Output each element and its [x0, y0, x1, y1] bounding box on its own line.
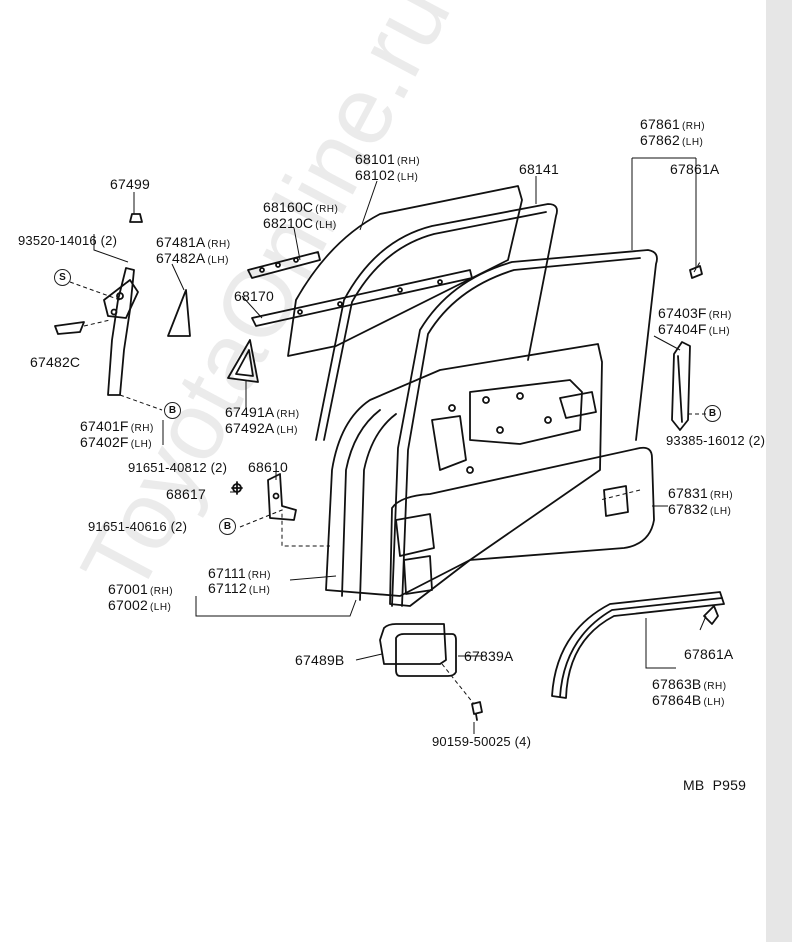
label-67862: 67862(LH) [640, 132, 704, 148]
label-68210c: 68210C(LH) [263, 215, 337, 231]
label-67403f: 67403F(RH) [658, 305, 732, 321]
label-67112: 67112(LH) [208, 580, 271, 596]
label-67832: 67832(LH) [668, 501, 732, 517]
label-67111: 67111(RH) [208, 565, 271, 581]
label-67861: 67861(RH) [640, 116, 706, 132]
label-67002: 67002(LH) [108, 597, 172, 613]
label-68617: 68617 [166, 486, 206, 502]
clip-67499-part [129, 213, 143, 223]
sill-weatherstrip-part [551, 591, 725, 699]
label-67863b: 67863B(RH) [652, 676, 727, 692]
b-marker-icon: B [164, 402, 181, 419]
label-68160c: 68160C(RH) [263, 199, 339, 215]
door-shell-part [325, 343, 603, 601]
label-67491a: 67491A(RH) [225, 404, 300, 420]
label-91651-40616: 91651-40616 (2) [88, 519, 188, 534]
figure-code: MB P959 [683, 777, 747, 793]
door-glass-part [287, 185, 523, 357]
label-67401f: 67401F(RH) [80, 418, 154, 434]
label-93385-16012: 93385-16012 (2) [666, 433, 766, 448]
window-regulator-part [103, 267, 139, 396]
label-67861a-bottom: 67861A [684, 646, 734, 662]
label-67831: 67831(RH) [668, 485, 734, 501]
hole-cover-part [379, 623, 457, 677]
label-68101: 68101(RH) [355, 151, 421, 167]
label-67492a: 67492A(LH) [225, 420, 298, 436]
label-68141: 68141 [519, 161, 559, 177]
screw-90159-part [471, 701, 483, 721]
label-67482a: 67482A(LH) [156, 250, 229, 266]
label-67482c: 67482C [30, 354, 81, 370]
label-91651-40812: 91651-40812 (2) [128, 460, 228, 475]
door-trim-board-part [389, 446, 655, 607]
label-67839a: 67839A [464, 648, 514, 664]
label-67402f: 67402F(LH) [80, 434, 153, 450]
label-93520-14016: 93520-14016 (2) [18, 233, 118, 248]
label-67861a-top: 67861A [670, 161, 720, 177]
run-channel-part [315, 203, 558, 441]
label-67404f: 67404F(LH) [658, 321, 731, 337]
label-68170: 68170 [234, 288, 274, 304]
label-90159-50025: 90159-50025 (4) [432, 734, 532, 749]
b-marker-icon: B [219, 518, 236, 535]
side-weatherstrip-part [671, 341, 691, 431]
clip-67861a-top-part [689, 265, 703, 279]
label-67001: 67001(RH) [108, 581, 174, 597]
label-67489b: 67489B [295, 652, 345, 668]
label-68102: 68102(LH) [355, 167, 419, 183]
part-67491a [227, 339, 259, 383]
label-68610: 68610 [248, 459, 288, 475]
part-67482c [54, 321, 85, 335]
label-67481a: 67481A(RH) [156, 234, 231, 250]
label-67864b: 67864B(LH) [652, 692, 725, 708]
door-check-part [231, 473, 297, 521]
door-weatherstrip-part [391, 249, 658, 607]
part-67481a [167, 289, 191, 337]
right-margin-strip [766, 0, 792, 942]
s-marker-icon: S [54, 269, 71, 286]
label-67499: 67499 [110, 176, 150, 192]
b-marker-icon: B [704, 405, 721, 422]
